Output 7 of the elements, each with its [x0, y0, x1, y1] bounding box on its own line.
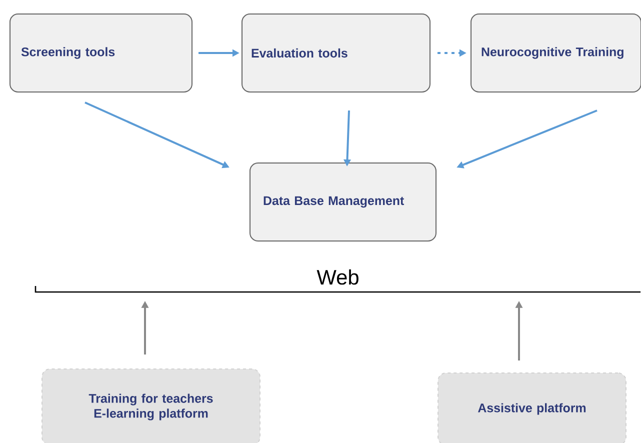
platform-box: Assistive platform — [438, 372, 626, 443]
process-box: Evaluation tools — [242, 14, 430, 92]
process-box: Screening tools — [10, 14, 192, 92]
process-box: Data Base Management — [250, 162, 436, 242]
web-line: Web — [34, 269, 640, 293]
process-box: Neurocognitive Training — [470, 14, 641, 92]
platform-box: Training for teachers E-learning platform — [42, 368, 260, 443]
